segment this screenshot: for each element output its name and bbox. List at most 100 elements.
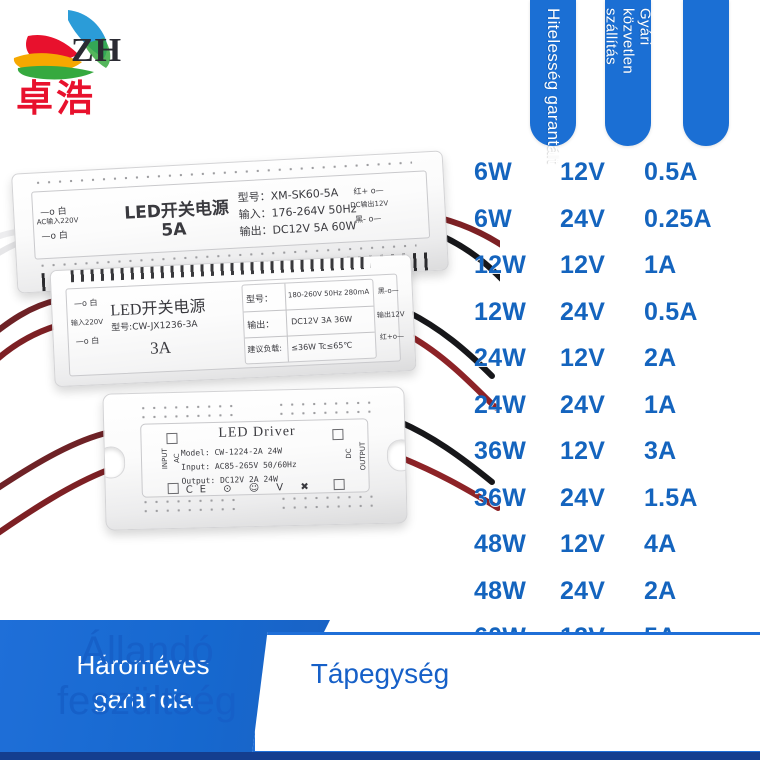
device-2-spec-row1-value: 180-260V 50Hz 280mA: [287, 287, 370, 300]
device-2-spec-row3-value: ≤36W Tc≤65℃: [291, 340, 353, 353]
device-3-vent-dots-tr: [275, 398, 377, 421]
device-2-rating: 3A: [149, 337, 172, 358]
device-2-out-negative: 黑-o—: [377, 286, 399, 296]
device-3-output-symbol-icon: [332, 428, 344, 441]
device-3-title: LED Driver: [218, 424, 296, 441]
device-2-input-terminal-2: —o 白: [75, 336, 100, 347]
wires-group: [0, 215, 500, 536]
warranty-banner-text: Hároméves garancia: [18, 648, 268, 716]
device-2-spec-row2-value: DC12V 3A 36W: [290, 314, 353, 327]
cell-current: 1A: [644, 251, 677, 279]
table-row: 48W 24V 2A: [474, 577, 760, 624]
cell-voltage: 24V: [560, 204, 606, 233]
cell-voltage: 12V: [560, 437, 606, 465]
cell-current: 0.5A: [644, 158, 698, 186]
cell-current: 0.5A: [644, 297, 698, 326]
cell-power: 48W: [474, 576, 527, 605]
cell-voltage: 12V: [560, 530, 606, 558]
table-row: 24W 24V 1A: [474, 391, 760, 438]
led-power-supply-36w: —o 白 输入220V —o 白 LED开关电源 型号:CW-JX1236-3A…: [49, 253, 417, 388]
logo-mark-icon: [13, 10, 111, 80]
device-3-vent-dots-br: [277, 492, 379, 515]
cell-power: 24W: [474, 344, 527, 372]
vertical-banner-factory-direct: Gyári közvetlen szállítás: [603, 0, 654, 146]
cell-current: 0.25A: [644, 204, 712, 233]
device-1-out-marker: DC输出12V: [350, 199, 389, 210]
cell-power: 6W: [474, 204, 512, 233]
device-3-face: LED Driver Model: CW-1224-2A 24W Input: …: [103, 387, 407, 529]
cell-current: 2A: [644, 344, 677, 372]
device-3-mount-notch-left: [103, 446, 126, 479]
cell-voltage: 12V: [560, 158, 606, 186]
device-2-out-positive: 红+o—: [379, 332, 405, 342]
vertical-banner-authenticity-label: Hitelesség garantált: [544, 8, 563, 165]
cell-current: 1.5A: [644, 483, 698, 512]
device-3-side-dc-label: DC: [344, 448, 354, 459]
cell-power: 24W: [474, 390, 527, 419]
factory-direct-line-3: szállítás: [602, 8, 620, 65]
table-row: 48W 12V 4A: [474, 530, 760, 577]
cell-voltage: 24V: [560, 390, 606, 419]
cell-voltage: 12V: [560, 251, 606, 279]
headline-line-1: Állandó: [80, 629, 214, 673]
device-1-out-negative: 黑- o—: [354, 213, 382, 225]
headline-line-2: feszültség: [56, 679, 238, 723]
table-row: 36W 24V 1.5A: [474, 484, 760, 531]
cell-current: 4A: [644, 530, 677, 558]
cell-voltage: 24V: [560, 576, 606, 605]
cell-power: 36W: [474, 437, 527, 465]
cell-current: 1A: [644, 390, 677, 419]
headline-panel: [252, 632, 760, 754]
vertical-banner-factory-direct-label: Gyári közvetlen szállítás: [603, 8, 654, 74]
device-3-input-symbol-icon: [166, 432, 178, 445]
device-2-spec-table: 型号： 180-260V 50Hz 280mA 输出： DC12V 3A 36W…: [241, 278, 377, 365]
cell-voltage: 24V: [560, 483, 606, 512]
product-photo: —o 白 AC输入220V —o 白 LED开关电源 5A 型号：XM-SK60…: [0, 140, 500, 570]
table-row: 6W 12V 0.5A: [474, 158, 760, 205]
headline-subtext: Tápegység: [310, 658, 450, 689]
device-2-out-marker: 输出12V: [376, 310, 405, 320]
logo-initials: ZH: [71, 32, 123, 69]
device-3-side-output-label: OUTPUT: [358, 441, 368, 471]
device-3-polarity-symbol-icon: [333, 478, 345, 491]
device-1-out-positive: 红+ o—: [353, 185, 384, 197]
logo-brand-name: 卓浩: [16, 77, 96, 120]
vertical-banner-blank: [683, 0, 729, 146]
device-2-face: —o 白 输入220V —o 白 LED开关电源 型号:CW-JX1236-3A…: [51, 254, 416, 386]
device-3-vent-dots-bl: [139, 495, 241, 518]
table-row: 36W 12V 3A: [474, 437, 760, 484]
device-2-input-marker: 输入220V: [70, 317, 104, 328]
table-row: 12W 12V 1A: [474, 251, 760, 298]
table-row: 12W 24V 0.5A: [474, 298, 760, 345]
headline-text: Állandó feszültség: [22, 626, 272, 726]
cell-power: 36W: [474, 483, 527, 512]
device-2-input-terminal-1: —o 白: [73, 298, 98, 309]
device-3-mount-notch-right: [386, 439, 407, 472]
warranty-line-2: garancia: [93, 684, 193, 714]
device-1-rating: 5A: [160, 219, 187, 241]
vertical-banner-authenticity: Hitelesség garantált: [530, 0, 576, 164]
bottom-banner: Hároméves garancia Állandó feszültség Tá…: [0, 620, 760, 760]
device-2-spec-row1-key: 型号：: [245, 294, 274, 306]
cell-power: 12W: [474, 251, 527, 279]
device-2-spec-row3-key: 建议负载:: [247, 343, 283, 355]
cell-power: 6W: [474, 158, 512, 186]
factory-direct-line-1: Gyári: [636, 8, 654, 46]
bottom-accent-strip: [0, 752, 760, 760]
brand-logo: ZH 卓浩: [8, 6, 198, 131]
device-3-class2-symbol-icon: [167, 482, 179, 495]
device-3-side-input-label: INPUT: [160, 448, 170, 470]
device-2-spec-row2-key: 输出：: [247, 320, 275, 332]
cell-voltage: 12V: [560, 344, 606, 372]
specification-table: 6W 12V 0.5A 6W 24V 0.25A 12W 12V 1A 12W …: [474, 158, 760, 670]
cell-current: 3A: [644, 437, 677, 465]
cell-voltage: 24V: [560, 297, 606, 326]
cell-power: 48W: [474, 530, 527, 558]
cell-current: 2A: [644, 576, 677, 605]
cell-power: 12W: [474, 297, 527, 326]
device-3-vent-dots-tl: [137, 401, 239, 424]
warranty-line-1: Hároméves: [76, 650, 210, 680]
table-row: 24W 12V 2A: [474, 344, 760, 391]
factory-direct-line-2: közvetlen: [619, 8, 637, 75]
